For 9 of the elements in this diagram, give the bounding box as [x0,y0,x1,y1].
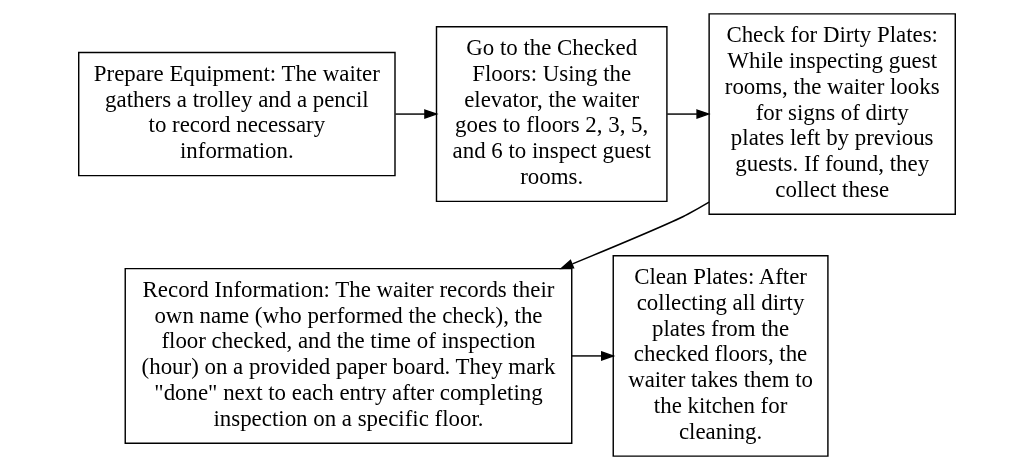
arrow [559,201,710,270]
arrow [394,109,439,120]
node-box: Check for Dirty Plates: While inspecting guest rooms, the waiter looks for signs of dirty plates left by previous guests. If found, they collect these [708,13,956,215]
node-box: Prepare Equipment: The waiter gathers a trolley and a pencil to record necessary information. [78,51,396,177]
node-box: Go to the Checked Floors: Using the elevator, the waiter goes to floors 2, 3, 5, and 6 to inspect guest rooms. [435,26,668,203]
node-box: Record Information: The waiter records their own name (who performed the check), the floor checked, and the time of inspection (hour) on a provided paper board. They mark "done" next to each entry after completing inspection on a specific floor. [124,267,573,444]
node-box: Clean Plates: After collecting all dirty plates from the checked floors, the waiter takes them to the kitchen for cleaning. [612,255,829,457]
arrow [666,109,711,120]
arrow [571,350,616,361]
